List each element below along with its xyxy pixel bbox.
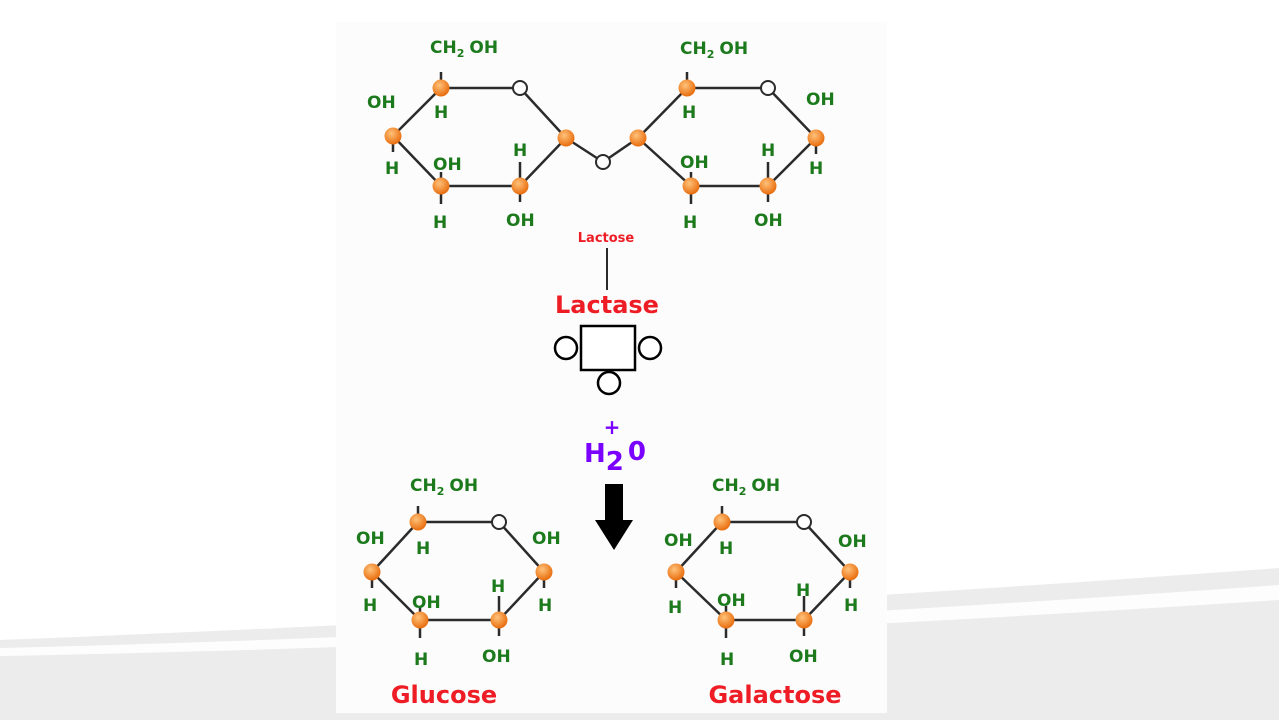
h-group: H [719,539,733,559]
carbon-atom [807,129,825,147]
carbon-atom [682,177,700,195]
carbon-atom [511,177,529,195]
lactose-carbons [384,79,825,195]
carbon-atom [557,129,575,147]
h-group: H [434,103,448,123]
oh-group: OH [356,529,385,549]
h-group: H [491,577,505,597]
h-group: H [385,159,399,179]
oh-group: OH [433,155,462,175]
oh-group: OH [789,647,818,667]
h-group: H [668,598,682,618]
lactase-label: Lactase [555,291,659,319]
oh-group: OH [482,647,511,667]
h-group: H [683,213,697,233]
oh-group: OH [664,531,693,551]
carbon-atom [432,177,450,195]
h-group: H [682,103,696,123]
oh-group: OH [680,153,709,173]
oh-group: OH [367,93,396,113]
oh-group: OH [532,529,561,549]
plus-sign: + [604,415,621,439]
oh-group: OH [717,591,746,611]
carbon-atom [535,563,553,581]
lactose-right-ring-bonds [636,72,818,204]
carbon-atom [409,513,427,531]
carbon-atom [411,611,429,629]
down-arrow-icon [595,484,633,550]
h-group: H [363,596,377,616]
carbon-atom [363,563,381,581]
h-group: H [416,539,430,559]
h-group: H [513,141,527,161]
oh-group: OH [838,532,867,552]
carbon-atom [667,563,685,581]
h-group: H [809,159,823,179]
oh-group: OH [754,211,783,231]
h-group: H [414,650,428,670]
carbon-atom [678,79,696,97]
glucose-ring-oxygen [491,514,507,530]
carbon-atom [490,611,508,629]
oh-group: OH [412,593,441,613]
enzyme-block-icon [553,324,663,396]
oh-group: OH [506,211,535,231]
oh-group: OH [806,90,835,110]
carbon-atom [713,513,731,531]
carbon-atom [629,129,647,147]
galactose-label: Galactose [708,681,841,709]
glycosidic-oxygen [595,154,611,170]
carbon-atom [384,127,402,145]
background-swoosh-light [0,585,1279,656]
carbon-atom [759,177,777,195]
galactose-ring-oxygen [796,514,812,530]
h-group: H [538,596,552,616]
lactose-label: Lactose [578,231,635,246]
h-group: H [844,596,858,616]
h-group: H [720,650,734,670]
carbon-atom [841,563,859,581]
carbon-atom [432,79,450,97]
h-group: H [796,581,810,601]
carbon-atom [795,611,813,629]
carbon-atom [717,611,735,629]
glucose-label: Glucose [391,681,497,709]
lactose-ring-oxygen-left [512,80,528,96]
lactose-ring-oxygen-right [760,80,776,96]
h-group: H [761,141,775,161]
h-group: H [433,213,447,233]
